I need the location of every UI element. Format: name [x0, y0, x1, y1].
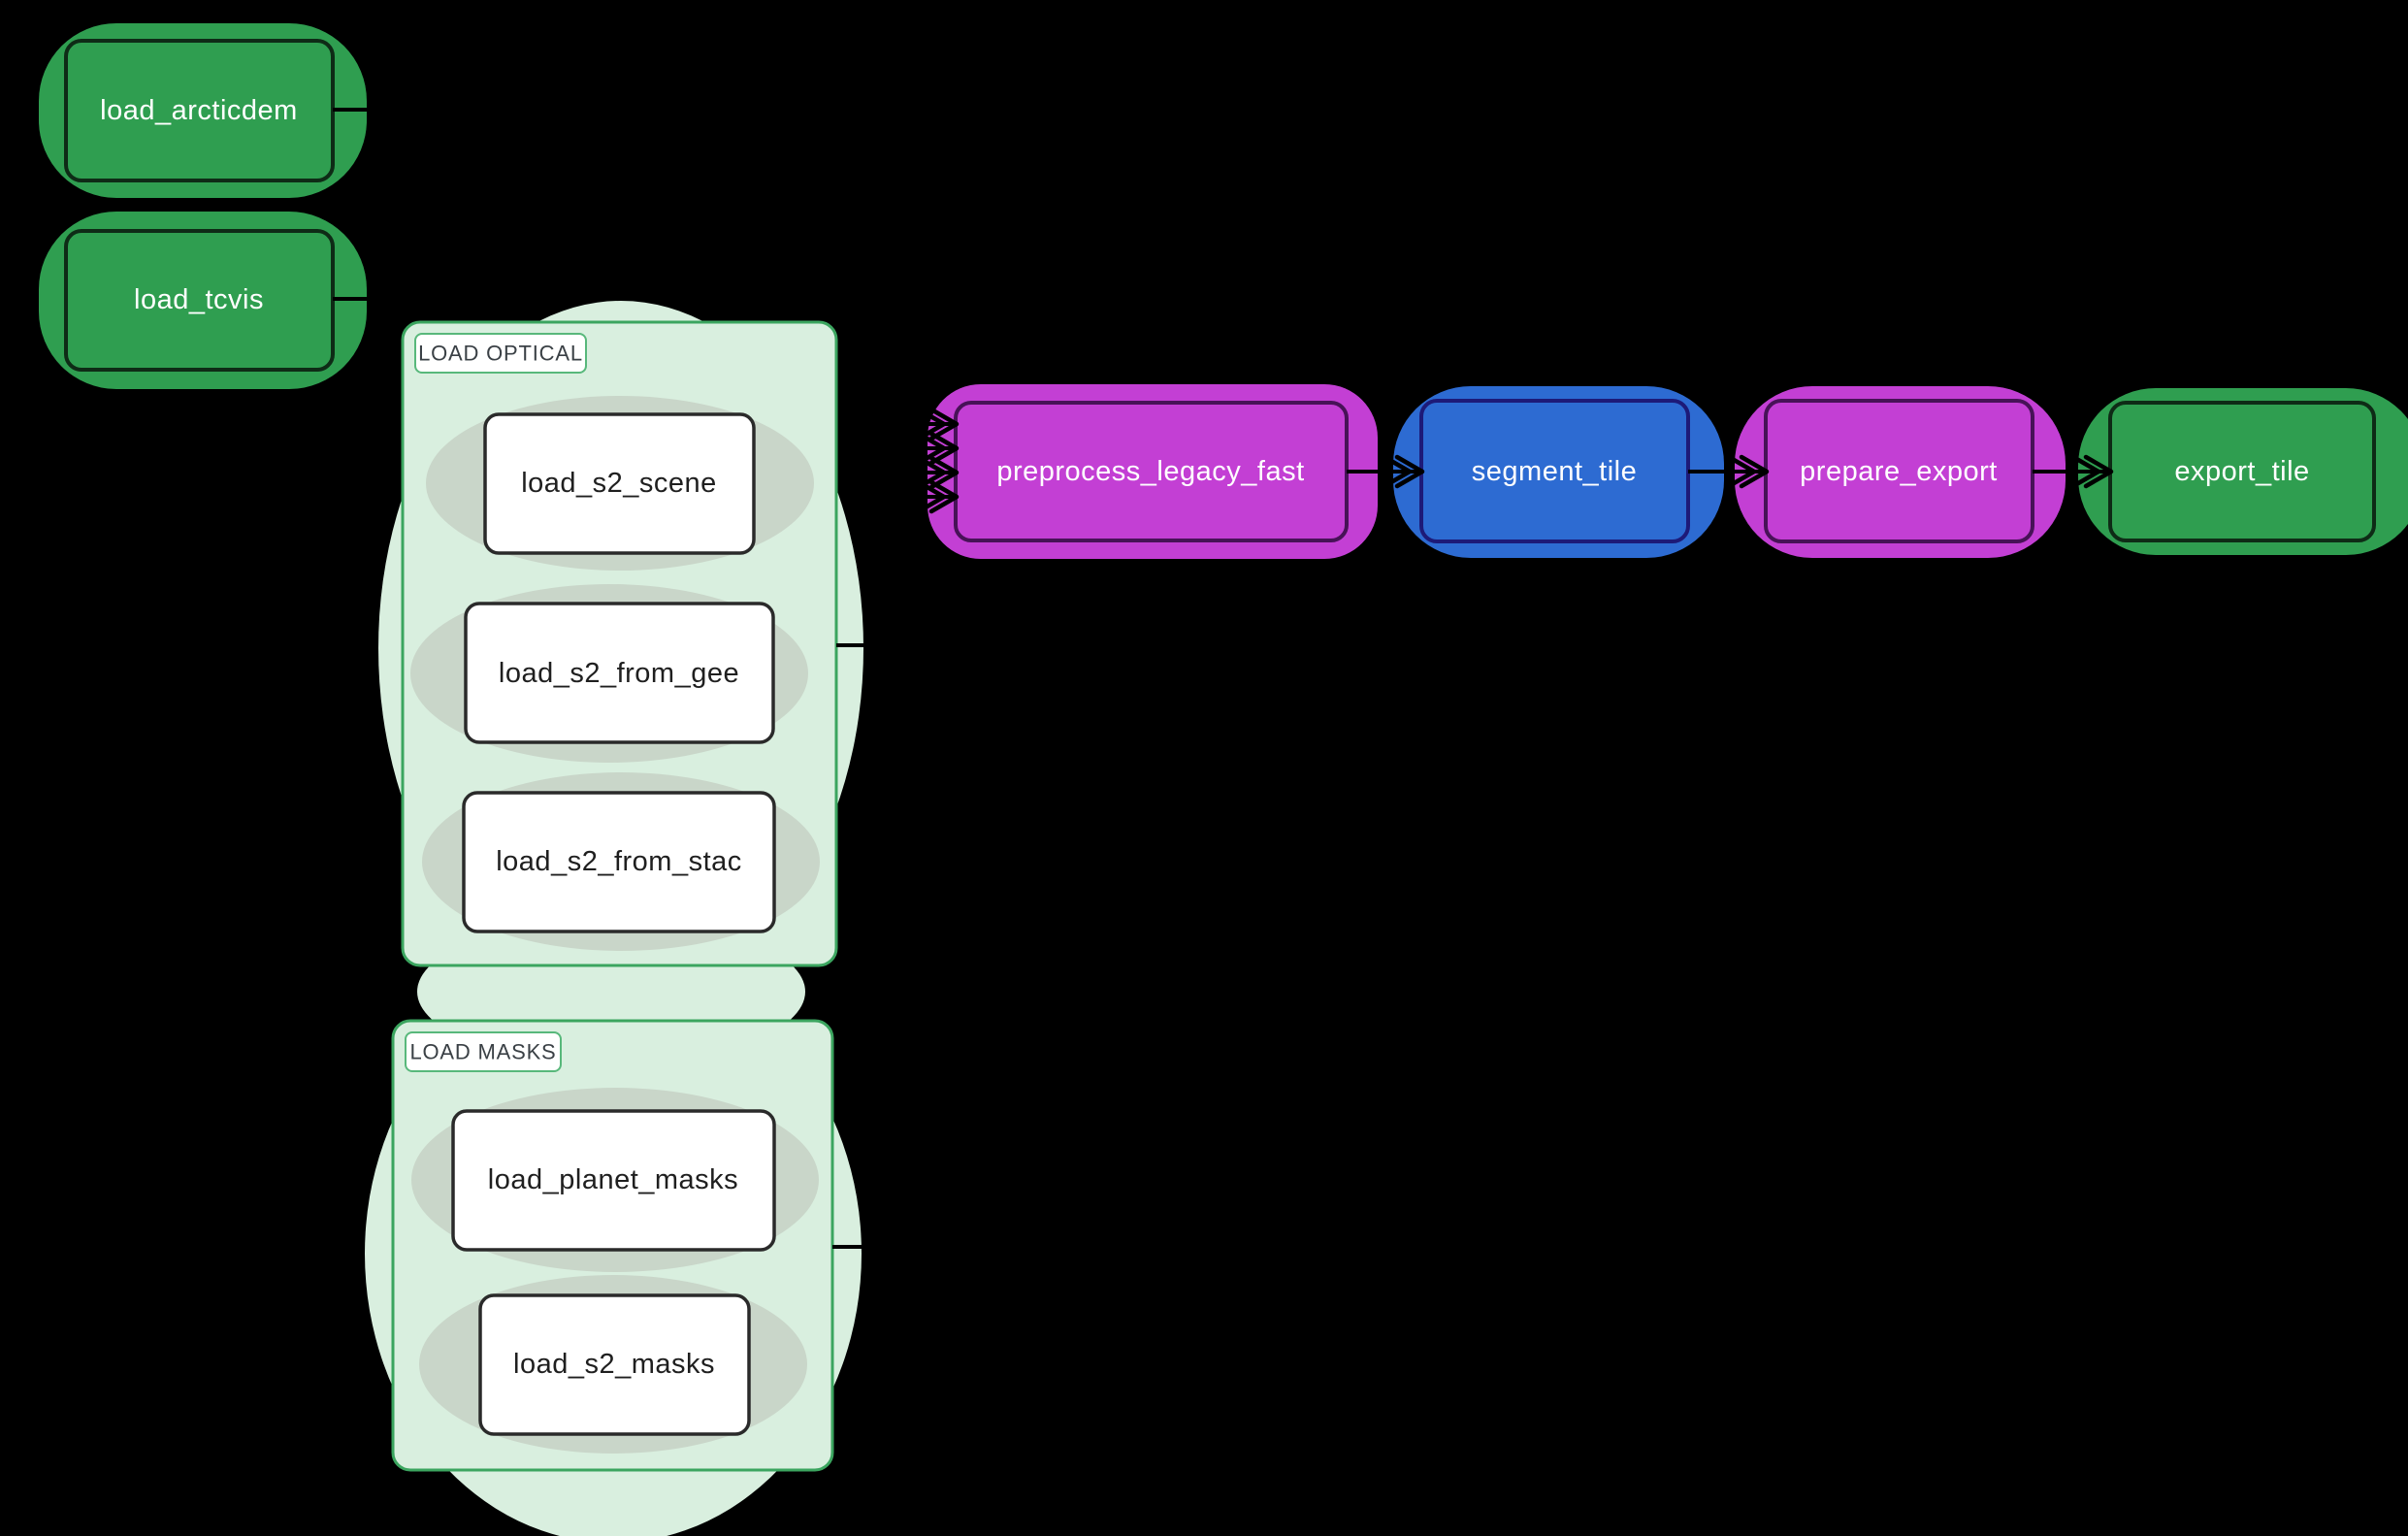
group-load-masks: LOAD MASKS load_planet_masks load_s2_mas… [391, 1019, 834, 1472]
load-masks-label: LOAD MASKS [409, 1040, 556, 1064]
load-optical-label: LOAD OPTICAL [418, 342, 583, 366]
arrowhead-into-prepare-export [1726, 454, 1770, 489]
load-s2-masks-label: load_s2_masks [513, 1349, 715, 1380]
arrowhead-into-preprocess-3 [916, 455, 960, 490]
arrowhead-into-segment-tile [1382, 454, 1425, 489]
load-masks-label-box [405, 1031, 562, 1072]
node-load-s2-from-gee [464, 602, 775, 744]
load-planet-masks-label: load_planet_masks [488, 1164, 738, 1195]
segment-tile-label: segment_tile [1472, 456, 1637, 487]
edge-load-tcvis-to-preprocess [333, 186, 955, 450]
group-load-optical: LOAD OPTICAL load_s2_scene load_s2_from_… [401, 320, 838, 967]
load-tcvis-label: load_tcvis [134, 284, 264, 315]
node-load-s2-masks [478, 1293, 751, 1436]
arrowhead-into-preprocess-4 [916, 479, 960, 514]
arrowhead-into-export-tile [2070, 454, 2114, 489]
arrowhead-into-preprocess-2 [916, 431, 960, 466]
export-tile-label: export_tile [2174, 456, 2309, 487]
node-load-planet-masks [451, 1109, 776, 1252]
load-optical-label-box [414, 333, 587, 374]
arrowhead-into-preprocess-1 [916, 407, 960, 441]
edge-load-optical-to-preprocess [836, 471, 955, 647]
node-load-s2-from-stac [462, 791, 776, 933]
edge-layer [333, 108, 2114, 1249]
preprocess-legacy-fast-label: preprocess_legacy_fast [996, 456, 1304, 487]
edge-load-arcticdem-to-preprocess [333, 108, 955, 426]
node-layer: load_arcticdem load_tcvis preprocess_leg… [64, 39, 2376, 543]
load-s2-from-gee-label: load_s2_from_gee [499, 658, 739, 689]
prepare-export-label: prepare_export [1800, 456, 1998, 487]
load-s2-from-stac-label: load_s2_from_stac [496, 846, 742, 877]
edge-load-masks-to-preprocess [832, 495, 955, 1249]
node-load-s2-scene [483, 412, 756, 555]
load-arcticdem-label: load_arcticdem [100, 95, 298, 126]
load-s2-scene-label: load_s2_scene [521, 468, 717, 499]
